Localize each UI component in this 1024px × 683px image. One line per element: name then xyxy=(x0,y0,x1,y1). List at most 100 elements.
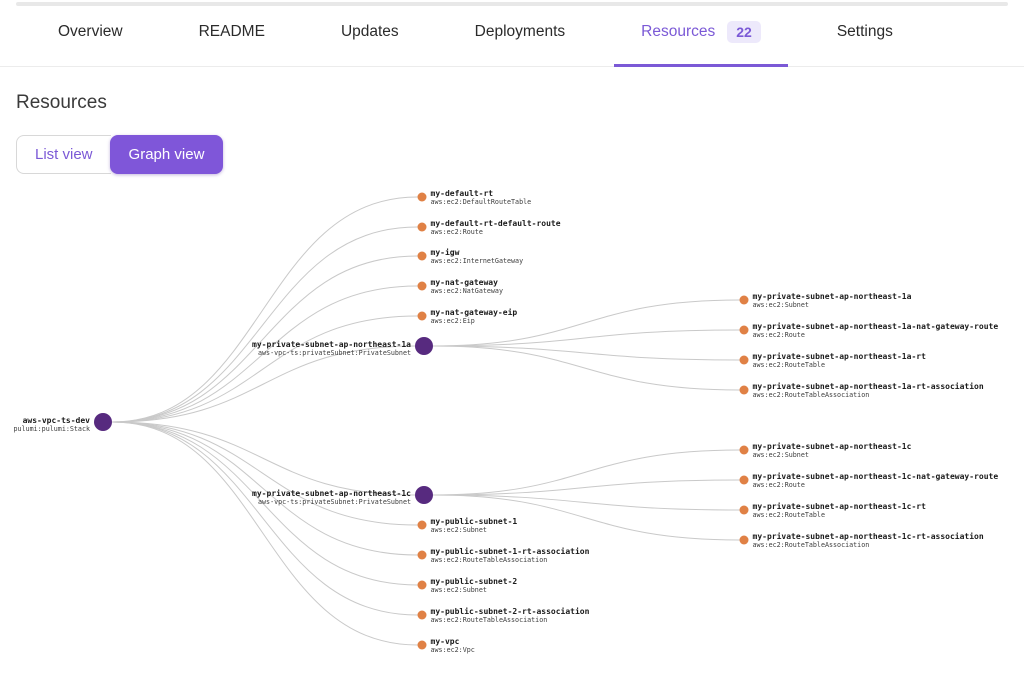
tab-label: Overview xyxy=(58,23,123,40)
graph-edge xyxy=(111,421,418,556)
node-title: my-vpc xyxy=(431,637,460,646)
node-subtitle: aws:ec2:RouteTableAssociation xyxy=(431,616,548,624)
node-subtitle: aws:ec2:RouteTableAssociation xyxy=(431,556,548,564)
node-subtitle: aws:ec2:Route xyxy=(753,481,805,489)
graph-node-my-private-subnet-ap-northeast-1c[interactable]: my-private-subnet-ap-northeast-1caws-vpc… xyxy=(252,486,433,506)
resource-node-dot[interactable] xyxy=(417,222,427,232)
resource-node-dot[interactable] xyxy=(417,640,427,650)
graph-node-my-private-subnet-ap-northeast-1a-rt[interactable]: my-private-subnet-ap-northeast-1a-rtaws:… xyxy=(739,351,927,369)
node-title: my-public-subnet-2 xyxy=(431,576,518,586)
graph-node-my-public-subnet-2-rt-association[interactable]: my-public-subnet-2-rt-associationaws:ec2… xyxy=(417,606,590,624)
node-title: my-igw xyxy=(431,247,460,257)
node-title: my-public-subnet-1 xyxy=(431,516,518,526)
page-title: Resources xyxy=(16,92,107,113)
node-title: my-private-subnet-ap-northeast-1c-rt xyxy=(753,501,927,511)
graph-edge xyxy=(432,329,740,347)
resource-node-dot[interactable] xyxy=(417,610,427,620)
graph-edge xyxy=(432,345,740,391)
tab-overview[interactable]: Overview xyxy=(31,0,150,67)
node-title: my-private-subnet-ap-northeast-1c xyxy=(753,441,912,451)
node-subtitle: aws-vpc-ts:privateSubnet:PrivateSubnet xyxy=(258,349,411,357)
graph-node-my-private-subnet-ap-northeast-1c-rt-association[interactable]: my-private-subnet-ap-northeast-1c-rt-ass… xyxy=(739,531,984,549)
component-node-dot[interactable] xyxy=(94,413,112,431)
graph-node-my-private-subnet-ap-northeast-1a[interactable]: my-private-subnet-ap-northeast-1aaws:ec2… xyxy=(739,291,912,309)
node-subtitle: aws:ec2:Subnet xyxy=(753,301,809,309)
graph-edge xyxy=(111,255,418,423)
resource-node-dot[interactable] xyxy=(739,385,749,395)
resource-node-dot[interactable] xyxy=(739,475,749,485)
node-title: my-private-subnet-ap-northeast-1a xyxy=(753,291,912,301)
resource-node-dot[interactable] xyxy=(417,281,427,291)
node-title: my-nat-gateway xyxy=(431,278,499,287)
resource-node-dot[interactable] xyxy=(739,535,749,545)
resource-node-dot[interactable] xyxy=(739,445,749,455)
graph-edge xyxy=(432,494,740,541)
node-title: aws-vpc-ts-dev xyxy=(23,416,91,425)
resource-node-dot[interactable] xyxy=(417,251,427,261)
node-subtitle: aws:ec2:RouteTableAssociation xyxy=(753,541,870,549)
resource-node-dot[interactable] xyxy=(739,295,749,305)
component-node-dot[interactable] xyxy=(415,337,433,355)
tab-label: Settings xyxy=(836,23,893,40)
node-subtitle: aws:ec2:RouteTable xyxy=(753,511,825,519)
graph-node-my-private-subnet-ap-northeast-1a-nat-gateway-route[interactable]: my-private-subnet-ap-northeast-1a-nat-ga… xyxy=(739,321,999,339)
graph-edge xyxy=(111,421,418,586)
graph-node-my-private-subnet-ap-northeast-1a[interactable]: my-private-subnet-ap-northeast-1aaws-vpc… xyxy=(252,337,433,357)
resource-node-dot[interactable] xyxy=(417,580,427,590)
graph-edge xyxy=(111,421,418,526)
resource-node-dot[interactable] xyxy=(739,355,749,365)
resource-node-dot[interactable] xyxy=(739,505,749,515)
graph-node-my-private-subnet-ap-northeast-1a-rt-association[interactable]: my-private-subnet-ap-northeast-1a-rt-ass… xyxy=(739,381,984,399)
node-title: my-private-subnet-ap-northeast-1c xyxy=(252,488,411,498)
graph-edge xyxy=(111,345,416,423)
node-subtitle: aws:ec2:Subnet xyxy=(431,526,487,534)
tab-deployments[interactable]: Deployments xyxy=(448,0,592,67)
graph-edge xyxy=(111,421,416,496)
resource-node-dot[interactable] xyxy=(739,325,749,335)
resource-node-dot[interactable] xyxy=(417,311,427,321)
tab-readme[interactable]: README xyxy=(172,0,292,67)
resource-node-dot[interactable] xyxy=(417,192,427,202)
graph-edge xyxy=(111,421,418,616)
resource-node-dot[interactable] xyxy=(417,520,427,530)
node-subtitle: aws:ec2:Subnet xyxy=(431,586,487,594)
component-node-dot[interactable] xyxy=(415,486,433,504)
graph-edge xyxy=(111,315,418,423)
node-title: my-public-subnet-2-rt-association xyxy=(431,606,590,616)
tab-updates[interactable]: Updates xyxy=(314,0,426,67)
graph-node-my-private-subnet-ap-northeast-1c-nat-gateway-route[interactable]: my-private-subnet-ap-northeast-1c-nat-ga… xyxy=(739,471,999,489)
node-title: my-private-subnet-ap-northeast-1a-rt xyxy=(753,351,927,361)
resource-count-badge: 22 xyxy=(727,21,761,43)
graph-node-my-private-subnet-ap-northeast-1c[interactable]: my-private-subnet-ap-northeast-1caws:ec2… xyxy=(739,441,912,459)
list-view-button[interactable]: List view xyxy=(16,135,111,174)
node-subtitle: aws:ec2:Eip xyxy=(431,317,475,325)
resource-node-dot[interactable] xyxy=(417,550,427,560)
node-title: my-private-subnet-ap-northeast-1c-rt-ass… xyxy=(753,531,984,541)
graph-node-my-private-subnet-ap-northeast-1c-rt[interactable]: my-private-subnet-ap-northeast-1c-rtaws:… xyxy=(739,501,927,519)
tab-label: Updates xyxy=(340,23,399,40)
graph-view-button[interactable]: Graph view xyxy=(109,135,224,174)
tab-bar: Overview README Updates Deployments Reso… xyxy=(0,0,1024,67)
node-title: my-default-rt-default-route xyxy=(431,219,561,228)
graph-edge xyxy=(432,345,740,361)
node-subtitle: aws:ec2:RouteTable xyxy=(753,361,825,369)
graph-node-my-public-subnet-1-rt-association[interactable]: my-public-subnet-1-rt-associationaws:ec2… xyxy=(417,546,590,564)
graph-edge xyxy=(111,226,418,423)
graph-edge xyxy=(432,494,740,511)
graph-edge xyxy=(432,299,740,347)
node-subtitle: aws:ec2:DefaultRouteTable xyxy=(431,198,532,206)
tab-resources[interactable]: Resources 22 xyxy=(614,0,788,67)
tab-settings[interactable]: Settings xyxy=(810,0,920,67)
node-subtitle: aws:ec2:Subnet xyxy=(753,451,809,459)
graph-edge xyxy=(111,421,418,646)
